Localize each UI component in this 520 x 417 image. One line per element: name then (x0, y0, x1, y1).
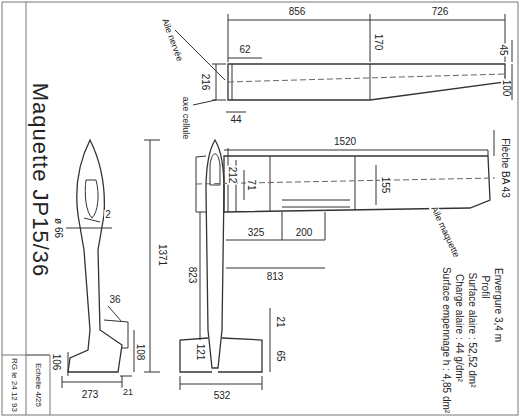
dimension-label: 726 (431, 7, 450, 17)
dimension-label: 108 (135, 343, 145, 362)
drawing-note: Charge alaire : 44 g/dm² (454, 273, 464, 383)
dimension-label: 823 (187, 266, 197, 285)
drawing-note: axe cellule (181, 96, 190, 141)
dimension-label: 45 (498, 43, 508, 56)
dimension-label: 856 (288, 7, 307, 17)
dimension-label: 1371 (157, 243, 167, 267)
dimension-label: 121 (195, 343, 205, 362)
dimension-label: 532 (213, 391, 232, 401)
drawing-note: Surface alaire : 52,52 dm² (467, 271, 477, 388)
dimension-label: 71 (246, 178, 256, 191)
dimension-label: 216 (200, 73, 210, 92)
dimension-label: 325 (247, 228, 266, 238)
dimension-label: 62 (238, 45, 251, 55)
dimension-label: 21 (275, 315, 285, 328)
dimension-label: 65 (275, 349, 285, 362)
drawing-note: Profil (480, 275, 490, 300)
dimension-label: 200 (295, 228, 314, 238)
drawing-title: Maquette JP15/36 (29, 82, 51, 279)
drawing-note: ø 66 (53, 217, 63, 239)
dimension-label: 36 (108, 295, 121, 305)
dimension-label: 100 (501, 79, 511, 98)
dimension-label: 155 (380, 176, 390, 195)
drawing-note: Envergure 3,4 m (493, 267, 503, 343)
dimension-label: 44 (229, 115, 242, 125)
dimension-label: 813 (266, 272, 285, 282)
dimension-label: 273 (81, 390, 100, 400)
drawing-note: Flèche BA 43 (500, 137, 510, 198)
drawing-note: Aile maquette (429, 204, 461, 260)
drawing-note: Surface empennage h : 4,85 dm² (441, 266, 451, 414)
dimension-label: 212 (227, 166, 237, 185)
dimension-label: 21 (122, 388, 134, 397)
drawing-note: Echelle 4/25 (34, 362, 42, 408)
dimension-label: 1520 (333, 137, 357, 147)
dimension-label: 2 (104, 210, 112, 220)
drawing-note: RG le 24 12 93 (10, 357, 18, 413)
dimension-label: 170 (373, 33, 383, 52)
drawing-note: Aile nervée (160, 16, 185, 63)
dimension-label: 106 (51, 353, 61, 372)
